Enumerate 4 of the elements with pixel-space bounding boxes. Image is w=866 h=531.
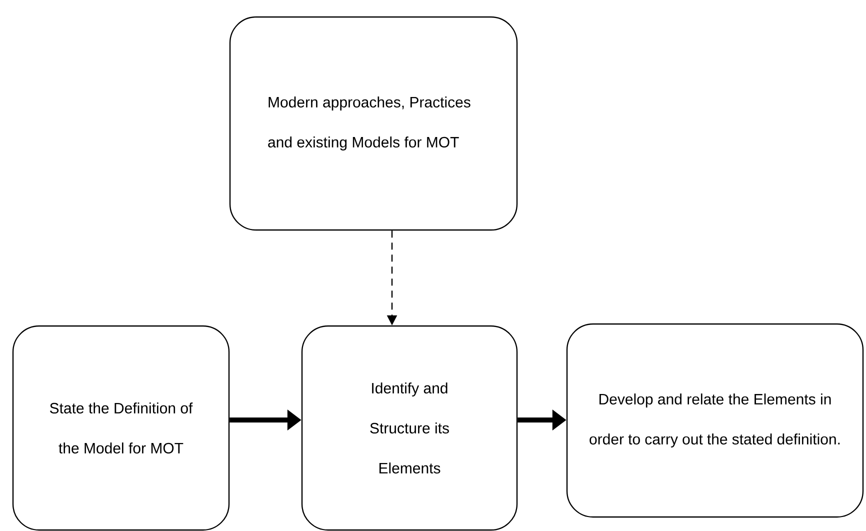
process-box: Develop and relate the Elements in order to carry out the stated definition. bbox=[566, 323, 864, 518]
process-box: State the Definition of the Model for MOT bbox=[12, 325, 230, 531]
process-box: Modern approaches, Practices and existing Models for MOT bbox=[229, 16, 518, 231]
process-box: Identify and Structure its Elements bbox=[301, 325, 518, 531]
